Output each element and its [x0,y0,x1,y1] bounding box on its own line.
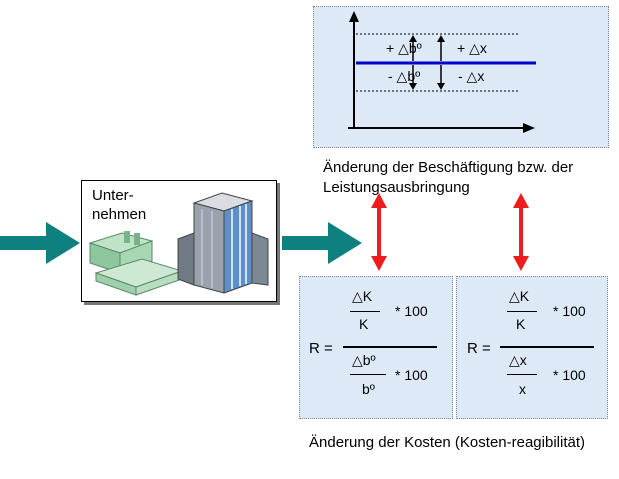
formula-left-num-inner-bar [350,311,380,312]
output-arrow [282,222,362,264]
graph-panel [313,6,609,148]
formula-left-num-factor: * 100 [395,303,428,319]
formula-left-den-inner-bar [350,374,386,375]
formula-right-main-bar [500,346,594,348]
graph-label-upper-left: + △bº [386,40,422,56]
left-up-arrowhead [409,35,417,42]
company-box: Unter- nehmen [81,180,277,302]
right-down-arrowhead [437,83,445,90]
x-axis-arrowhead [523,123,535,133]
formula-right-den-inner-bar [507,374,537,375]
red-arrow-right-bottom [513,256,529,271]
formula-right-den-top: △x [509,352,527,368]
formula-left-num-top: △K [352,288,373,304]
formula-left-main-bar [343,346,437,348]
formula-left-den-bottom: bº [362,381,375,397]
red-arrow-right-top [513,193,529,208]
graph-label-upper-right: + △x [457,40,487,56]
formula-right-den-bottom: x [519,381,526,397]
left-down-arrowhead [409,83,417,90]
formula-right-num-bottom: K [516,316,526,332]
formula-right-r: R = [467,340,491,357]
formula-right-den-factor: * 100 [553,367,586,383]
company-label-line1: Unter- [92,187,134,204]
red-arrow-left-top [371,193,387,208]
formula-left-den-top: △bº [352,352,376,368]
formula-left-r: R = [309,340,333,357]
company-label-line2: nehmen [92,206,147,223]
formula-right-num-inner-bar [507,311,537,312]
formula-left-den-factor: * 100 [395,367,428,383]
formula-right-num-factor: * 100 [553,303,586,319]
graph-label-lower-left: - △bº [388,68,421,84]
employment-change-label: Änderung der Beschäftigung bzw. der Leis… [323,159,574,196]
cost-change-label: Änderung der Kosten (Kosten-reagibilität… [309,434,585,451]
graph-label-lower-right: - △x [458,68,485,84]
company-building-illustration [88,192,269,296]
input-arrow [0,222,80,264]
formula-right-num-top: △K [509,288,530,304]
red-arrow-left-bottom [371,256,387,271]
right-up-arrowhead [437,35,445,42]
formula-left-num-bottom: K [359,316,369,332]
y-axis-arrowhead [349,11,359,22]
